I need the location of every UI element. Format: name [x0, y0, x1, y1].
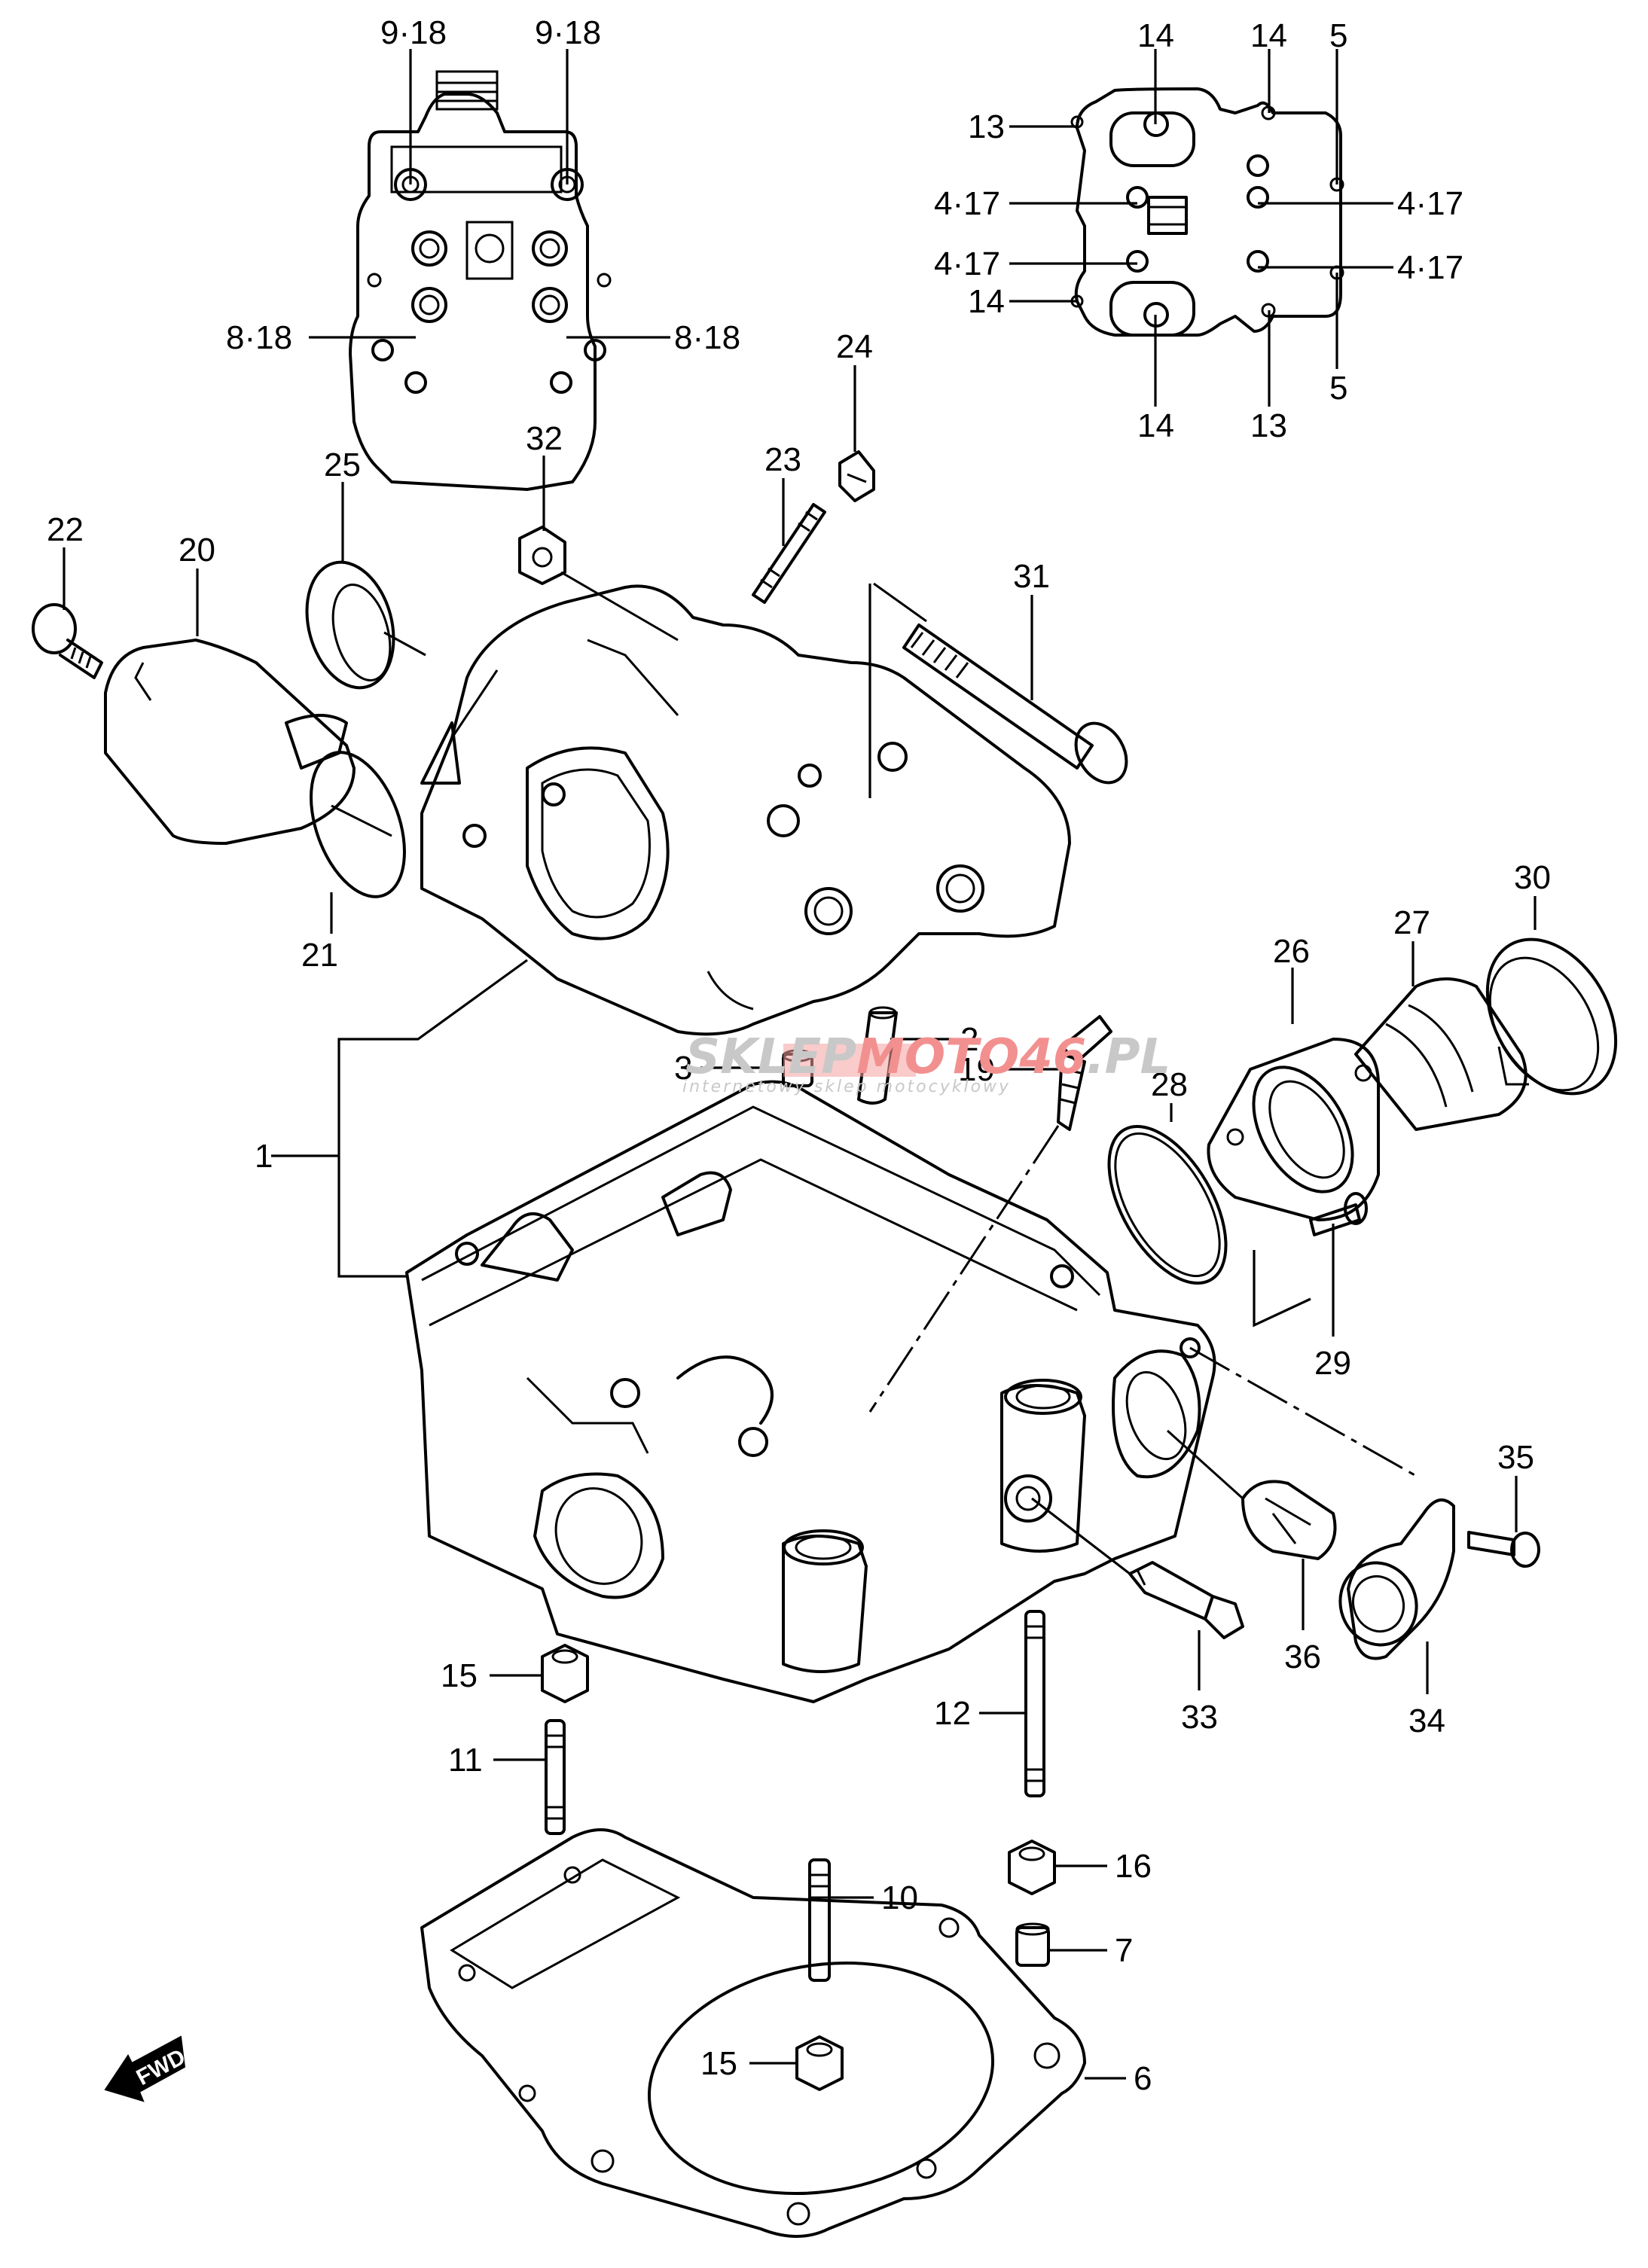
callout-21: 21 [301, 937, 338, 974]
callout-14-top-right: 14 [1250, 17, 1287, 54]
part-32-nut [518, 526, 679, 642]
part-23-stud [752, 503, 826, 604]
part-7-dowel [1015, 1922, 1107, 1967]
callout-28: 28 [1151, 1066, 1188, 1103]
part-15-nut-lower [749, 2035, 844, 2091]
callout-5-top: 5 [1329, 17, 1347, 54]
callout-11: 11 [448, 1742, 483, 1779]
part-21-o-ring [310, 751, 406, 898]
callout-25: 25 [324, 447, 361, 483]
callout-6: 6 [1134, 2060, 1152, 2097]
callout-34: 34 [1408, 1703, 1445, 1739]
part-12-stud [979, 1610, 1045, 1797]
callout-7: 7 [1115, 1932, 1133, 1969]
part-27-boot [1354, 941, 1527, 1131]
callout-24: 24 [836, 328, 873, 365]
callout-14-top-left: 14 [1137, 17, 1174, 54]
callout-4-17-right-lower: 4·17 [1397, 249, 1463, 286]
cylinder-head [405, 1080, 1417, 1703]
callout-9-18-left: 9·18 [380, 14, 447, 51]
cylinder-head-cover [420, 584, 1071, 1036]
inset-right-callouts: 14 14 13 4·17 4·17 4·17 4·17 5 5 14 14 1… [934, 17, 1463, 444]
callout-4-17-left-upper: 4·17 [934, 185, 1000, 222]
part-33-sensor [1031, 1497, 1244, 1690]
callout-32: 32 [526, 420, 563, 457]
callout-14-left: 14 [968, 283, 1005, 320]
callout-4-17-left-lower: 4·17 [934, 245, 1000, 282]
callout-35: 35 [1497, 1439, 1534, 1476]
part-36-thermostat [1166, 1429, 1337, 1630]
callout-9-18-right: 9·18 [535, 14, 601, 51]
part-25-seal [305, 560, 426, 690]
callout-15-lower: 15 [700, 2045, 737, 2082]
leaders-upper-parts [542, 365, 1033, 798]
callout-23: 23 [764, 441, 801, 478]
watermark-highlight-box [783, 1044, 916, 1077]
callout-2: 2 [960, 1021, 978, 1058]
callout-19: 19 [958, 1051, 995, 1088]
callout-15-upper: 15 [441, 1657, 478, 1694]
part-30-clamp [1485, 896, 1618, 1096]
part-16-nut [1008, 1840, 1107, 1895]
part-24-nut [838, 450, 875, 502]
part-31-bolt [873, 582, 1128, 785]
part-22-bolt [32, 603, 103, 679]
part-28-o-ring [1107, 1103, 1228, 1285]
watermark: SKLEPMOTO46.PL internetowy sklep motocyk… [682, 1029, 1170, 1096]
callout-30: 30 [1514, 859, 1551, 896]
callout-4-17-right-upper: 4·17 [1397, 185, 1463, 222]
watermark-prefix: SKLEP [685, 1029, 856, 1085]
part-20-cover [104, 639, 356, 845]
main-callouts: 1 2 3 6 7 10 11 12 15 15 16 19 20 21 22 … [47, 328, 1551, 2097]
callout-27: 27 [1393, 904, 1430, 941]
callout-8-18-right: 8·18 [674, 319, 740, 356]
part-10-stud [808, 1858, 874, 1982]
inset-left-callouts: 9·18 9·18 8·18 8·18 [226, 14, 740, 356]
part-34-housing [1338, 1498, 1455, 1694]
callout-13-left: 13 [968, 108, 1005, 145]
part-11-stud [493, 1719, 566, 1835]
callout-20: 20 [179, 532, 215, 569]
fwd-arrow-icon: FWD [104, 2035, 190, 2102]
watermark-suffix: .PL [1086, 1029, 1170, 1085]
part-26-intake-pipe [1207, 968, 1380, 1221]
inset-cylinder-head-top [309, 49, 670, 491]
leader-part-1 [271, 959, 528, 1278]
callout-29: 29 [1314, 1345, 1351, 1382]
callout-3: 3 [674, 1050, 692, 1087]
part-29-screw [1253, 1192, 1368, 1337]
leaders-left-parts [63, 482, 344, 934]
inset-cover-gasket [1009, 49, 1393, 407]
callout-13-bottom: 13 [1250, 407, 1287, 444]
callout-31: 31 [1013, 558, 1050, 595]
part-15-nut-upper [490, 1644, 589, 1703]
part-35-bolt [1467, 1476, 1540, 1568]
callout-16: 16 [1115, 1848, 1152, 1885]
callout-12: 12 [934, 1695, 971, 1732]
callout-8-18-left: 8·18 [226, 319, 292, 356]
watermark-highlight: MOTO46 [856, 1029, 1086, 1085]
callout-1: 1 [255, 1138, 273, 1175]
watermark-subtitle: internetowy sklep motocyklowy [682, 1078, 1011, 1096]
callout-5-bottom: 5 [1329, 370, 1347, 407]
callout-22: 22 [47, 511, 84, 548]
part-19-spark-plug [868, 1015, 1112, 1413]
part-2-valve-guide [857, 1006, 953, 1105]
callout-14-bottom: 14 [1137, 407, 1174, 444]
callout-36: 36 [1284, 1639, 1321, 1675]
callout-26: 26 [1273, 933, 1310, 970]
svg-text:SKLEPMOTO46.PL: SKLEPMOTO46.PL [685, 1029, 1170, 1085]
part-6-head-gasket [420, 1828, 1126, 2238]
callout-10: 10 [881, 1879, 918, 1916]
callout-33: 33 [1181, 1699, 1218, 1736]
